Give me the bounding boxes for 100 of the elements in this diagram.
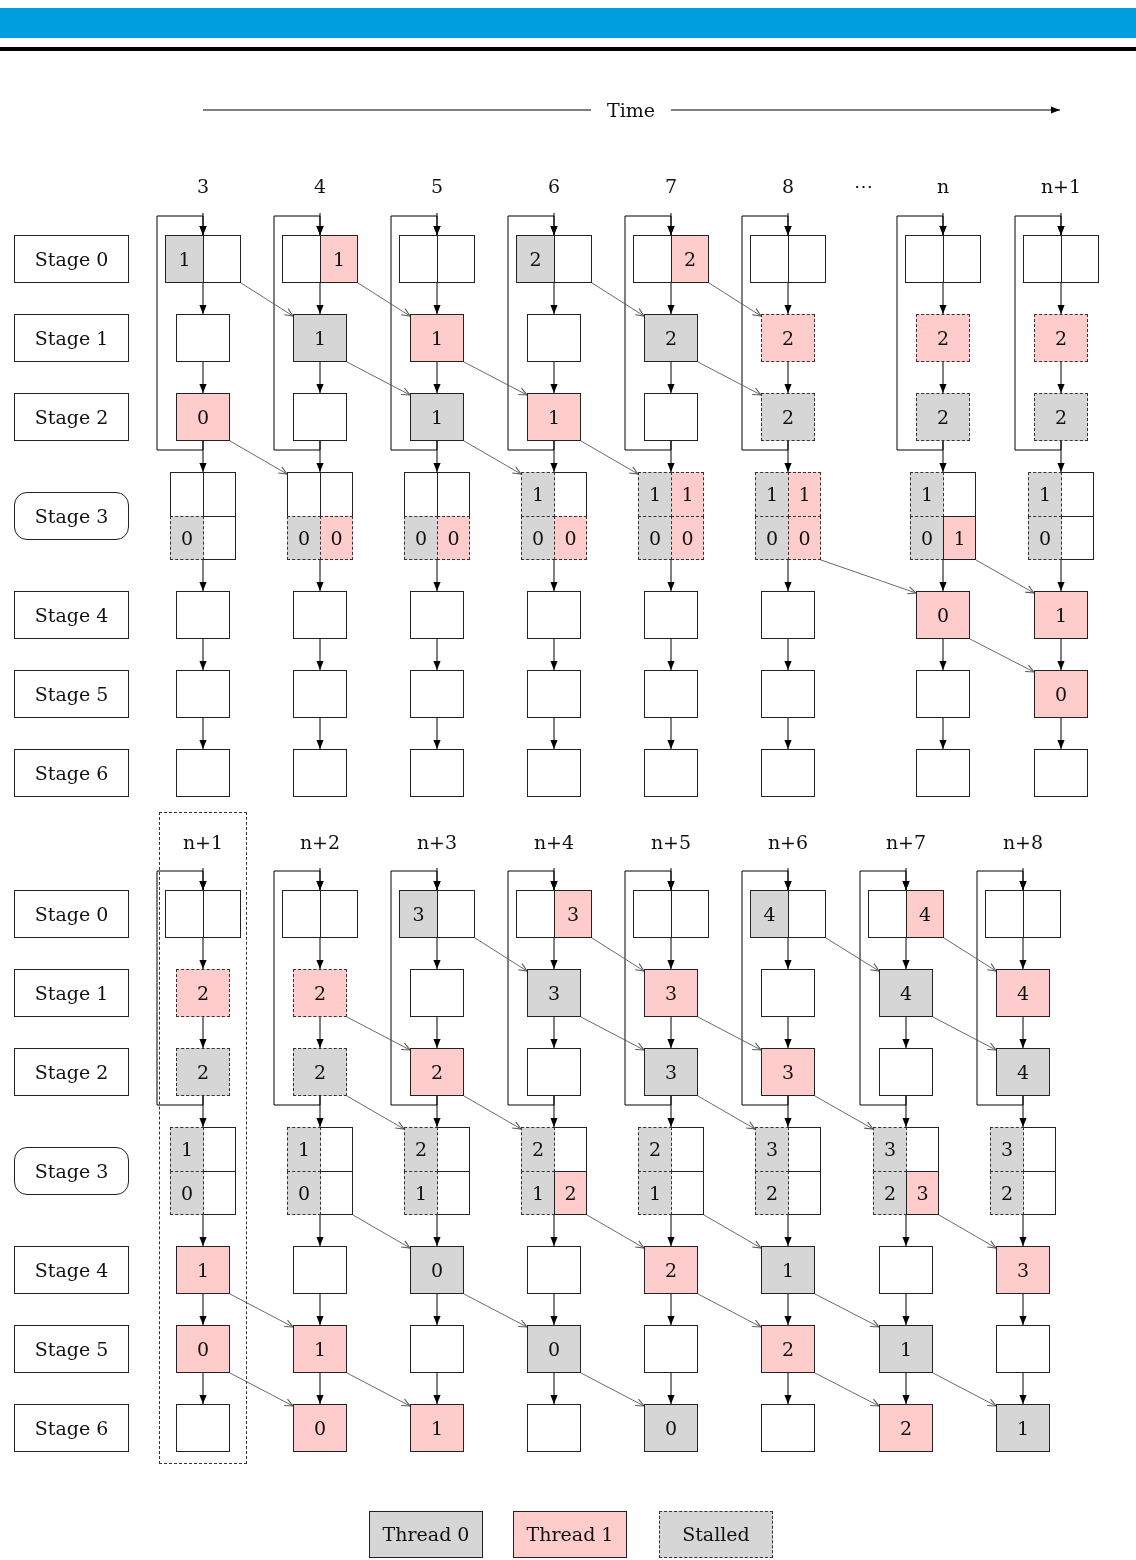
split-box (633, 235, 709, 283)
arrow (550, 559, 558, 592)
stage-box (527, 1048, 581, 1096)
slot-cell: 2 (671, 235, 709, 283)
arrow (316, 282, 324, 315)
legend-key: Thread 0 (369, 1511, 483, 1558)
stage-box: 0 (527, 1325, 581, 1373)
quad-box (638, 1127, 704, 1215)
arrow (199, 282, 207, 315)
split-box (1023, 235, 1099, 283)
stage-box (644, 591, 698, 639)
stage-label: Stage 5 (14, 670, 129, 718)
arrow (667, 282, 675, 315)
column-header: 4 (312, 173, 328, 199)
stage-box: 2 (293, 969, 347, 1017)
split-box (399, 235, 475, 283)
stage-box (527, 1246, 581, 1294)
stage-label: Stage 5 (14, 1325, 129, 1373)
arrow (939, 361, 947, 394)
stage-box: 2 (644, 1246, 698, 1294)
stage-box (293, 591, 347, 639)
arrow (667, 937, 675, 970)
stage-box: 4 (879, 969, 933, 1017)
stage-box (410, 591, 464, 639)
slot-cell: 1 (788, 472, 821, 517)
split-box (399, 890, 475, 938)
stage-label: Stage 6 (14, 749, 129, 797)
split-box (750, 890, 826, 938)
arrow (199, 559, 207, 592)
slot-cell: 0 (554, 516, 587, 560)
stage-box: 1 (996, 1404, 1050, 1452)
feedback-arrow (390, 870, 441, 1106)
arrow (1057, 717, 1065, 750)
arrow (1019, 937, 1027, 970)
stage-box (527, 749, 581, 797)
quad-box (755, 472, 821, 560)
arrow (1019, 1016, 1027, 1049)
arrow (667, 1016, 675, 1049)
slot-cell: 0 (521, 516, 555, 560)
column-header: n+3 (415, 829, 459, 855)
slot-cell: 1 (320, 235, 358, 283)
arrow (1019, 1372, 1027, 1405)
feedback-arrow (859, 870, 910, 1106)
quad-box (755, 1127, 821, 1215)
arrow (1057, 361, 1065, 394)
stage-box (410, 670, 464, 718)
stage-label: Stage 4 (14, 591, 129, 639)
stage-box: 2 (176, 1048, 230, 1096)
stage-box (644, 670, 698, 718)
arrow (433, 1016, 441, 1049)
stage-box: 0 (293, 1404, 347, 1452)
stage-label: Stage 1 (14, 969, 129, 1017)
slot-cell: 4 (906, 890, 944, 938)
stage-box: 2 (644, 314, 698, 362)
column-header: n (935, 173, 951, 199)
arrow (902, 1372, 910, 1405)
stage-box (916, 749, 970, 797)
arrow (667, 361, 675, 394)
slot-cell: 1 (910, 472, 944, 517)
stage-box (761, 969, 815, 1017)
split-box (165, 235, 241, 283)
stage-label: Stage 1 (14, 314, 129, 362)
stage-box (293, 393, 347, 441)
stage-box (1034, 749, 1088, 797)
slot-cell: 4 (750, 890, 789, 938)
arrow (433, 559, 441, 592)
column-header: n+8 (1001, 829, 1045, 855)
arrow (902, 1016, 910, 1049)
arrow (1019, 1214, 1027, 1247)
arrow (433, 1372, 441, 1405)
stage-box: 0 (176, 393, 230, 441)
slot-cell: 0 (404, 516, 438, 560)
stage-box (879, 1048, 933, 1096)
stage-box: 0 (644, 1404, 698, 1452)
arrow (316, 1016, 324, 1049)
legend-key: Thread 1 (513, 1511, 627, 1558)
stage-box: 3 (644, 1048, 698, 1096)
arrow (550, 1016, 558, 1049)
arrow (784, 282, 792, 315)
arrow (199, 1293, 207, 1326)
stage-box: 3 (761, 1048, 815, 1096)
arrow (667, 559, 675, 592)
stage-box: 1 (293, 314, 347, 362)
quad-box (287, 472, 353, 560)
slot-cell: 3 (554, 890, 592, 938)
split-box (165, 890, 241, 938)
arrow (433, 282, 441, 315)
quad-box (521, 472, 587, 560)
stage-box: 1 (410, 393, 464, 441)
stage-box (527, 1404, 581, 1452)
arrow (199, 1214, 207, 1247)
slot-cell: 1 (638, 472, 672, 517)
arrow (316, 717, 324, 750)
arrow (316, 361, 324, 394)
stage-label: Stage 6 (14, 1404, 129, 1452)
feedback-arrow (741, 215, 792, 451)
arrow (433, 1214, 441, 1247)
stage-box: 2 (410, 1048, 464, 1096)
slot-cell: 0 (755, 516, 789, 560)
stage-label: Stage 0 (14, 235, 129, 283)
